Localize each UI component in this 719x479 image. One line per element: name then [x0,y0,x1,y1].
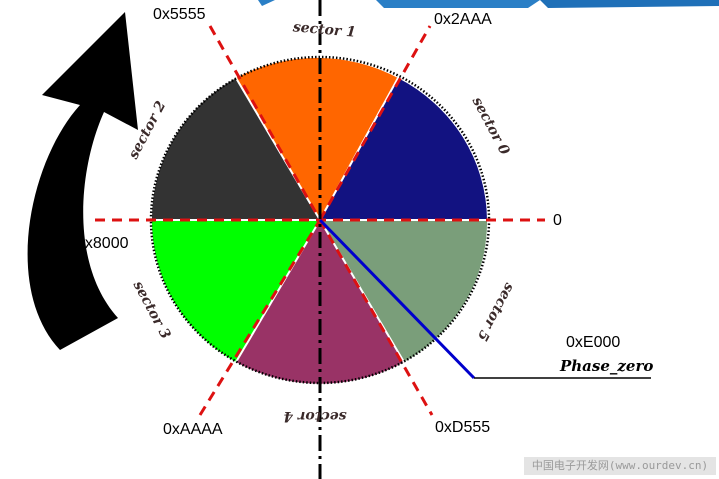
sector-label-0: sector 0 [469,95,513,158]
phase-zero-label: Phase_zero [559,357,653,375]
angle-label-0: 0 [553,212,562,229]
sector-label-1: sector 1 [292,19,356,40]
top-tabs [258,0,719,8]
sector-wheel [149,55,491,385]
angle-label-0xE000: 0xE000 [566,334,620,351]
sector-0-wedge [320,78,487,220]
angle-label-0x8000: 0x8000 [76,235,129,252]
sector-1-wedge [236,57,398,220]
sector-3-wedge [151,220,320,362]
angle-label-0x5555: 0x5555 [153,6,206,23]
sector-label-5: sector 5 [474,280,518,343]
phase-zero-pointer [318,218,651,380]
sector-5-wedge [320,220,488,362]
angle-label-0x2AAA: 0x2AAA [434,11,492,28]
sector-2-wedge [151,78,320,220]
watermark: 中国电子开发网(www.ourdev.cn) [524,457,716,475]
rotation-arrow-icon [27,12,139,350]
angle-label-0xAAAA: 0xAAAA [163,421,223,438]
angle-label-0xD555: 0xD555 [435,419,490,436]
sector-label-4: sector 4 [283,408,346,424]
